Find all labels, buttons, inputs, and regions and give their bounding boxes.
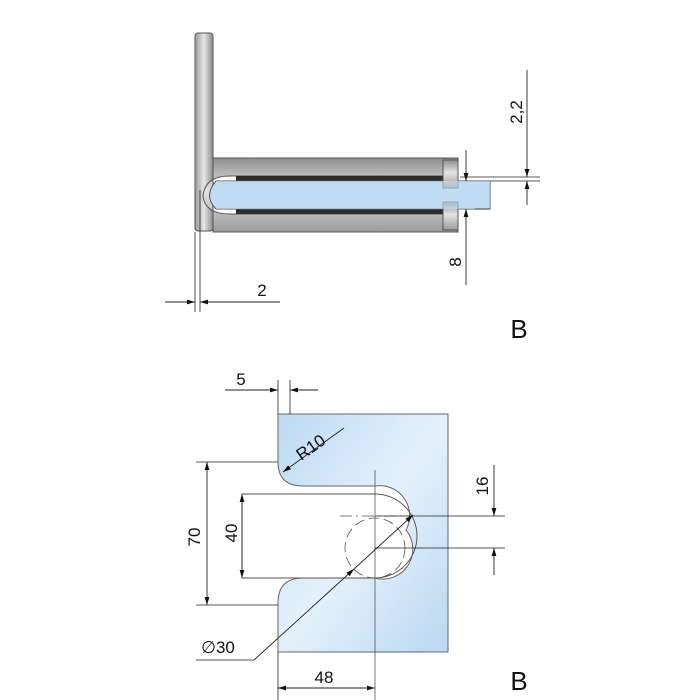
dim-offset-label: 2 [257, 281, 266, 300]
wall-plate [194, 32, 214, 232]
top-view: 2,2 8 2 B [165, 32, 540, 344]
glass-cutout [241, 493, 418, 579]
dim-hole-offset-label: 16 [473, 477, 492, 496]
dim-height-inner-label: 40 [222, 524, 241, 543]
bottom-view: 5 R10 70 40 16 ∅30 48 B [185, 370, 528, 700]
dim-glass-label: 8 [446, 257, 465, 266]
dim-height-outer-label: 70 [185, 528, 204, 547]
dim-width-label: 48 [315, 668, 334, 687]
dim-gap-label: 2,2 [507, 100, 526, 124]
dim-top-offset-label: 5 [236, 370, 245, 389]
gasket-upper [236, 176, 443, 181]
glass-panel [277, 413, 449, 653]
hinge-body [202, 157, 459, 233]
gasket-lower [236, 209, 443, 214]
bottom-view-label: B [510, 666, 527, 696]
top-view-label: B [510, 314, 527, 344]
dim-diameter-label: ∅30 [201, 638, 235, 657]
